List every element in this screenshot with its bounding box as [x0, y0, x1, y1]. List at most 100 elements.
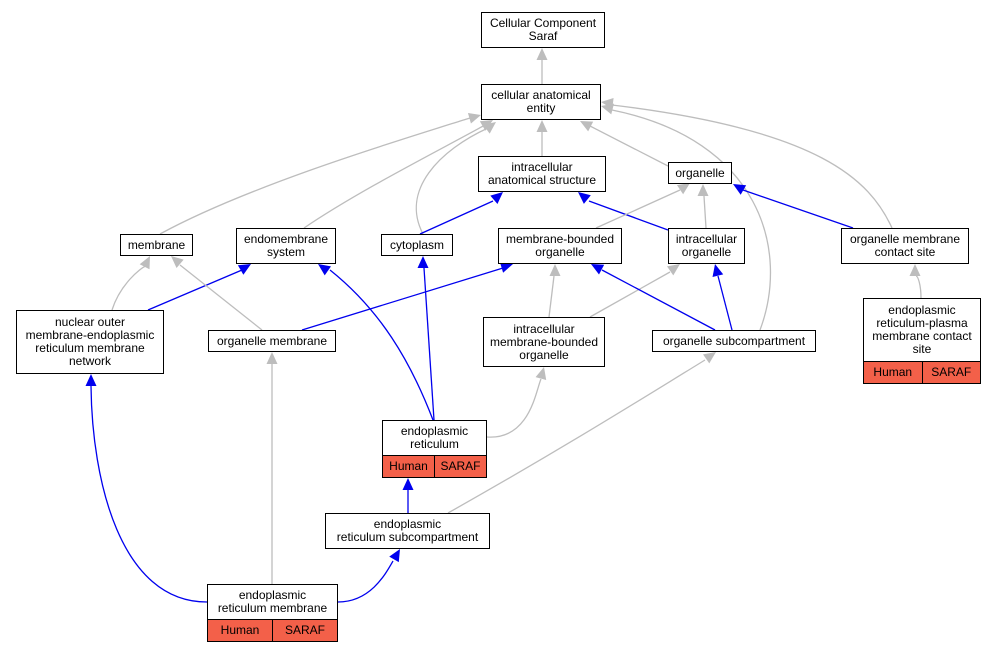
arrowhead — [467, 112, 481, 124]
arrowhead — [139, 256, 150, 270]
arrowhead — [703, 352, 716, 364]
node-label: membrane — [127, 237, 186, 252]
arrowhead — [490, 192, 503, 204]
node-label: cellular anatomical entity — [491, 88, 591, 115]
edge-part-of-erm-to-nomer — [85, 374, 208, 603]
edge-line — [611, 104, 893, 229]
node-label: intracellular anatomical structure — [487, 160, 597, 187]
node-endoplasmic-reticulum-membrane[interactable]: endoplasmic reticulum membrane Human SAR… — [207, 584, 338, 642]
node-organelle-membrane-contact-site[interactable]: organelle membrane contact site — [841, 228, 969, 264]
edge-line — [337, 560, 394, 603]
annotation-row: Human SARAF — [864, 361, 980, 383]
node-intracellular-organelle[interactable]: intracellular organelle — [668, 228, 745, 264]
edge-is-a-erpm-to-omcs — [909, 264, 922, 299]
edge-is-a-erm-to-orgmem — [266, 352, 278, 584]
arrowhead — [237, 264, 251, 275]
node-intracellular-membrane-bounded-organelle[interactable]: intracellular membrane-bounded organelle — [483, 317, 605, 367]
annotation-tag-human[interactable]: Human — [864, 362, 922, 383]
node-label: cytoplasm — [389, 237, 445, 252]
edge-line — [717, 275, 733, 331]
edge-line — [915, 275, 922, 299]
edge-part-of-nomer-to-endomembrane — [147, 264, 251, 311]
edge-is-a-imbo-to-mbo — [548, 264, 561, 318]
arrowhead — [483, 122, 496, 134]
arrowhead — [712, 264, 724, 277]
node-label: membrane-bounded organelle — [505, 232, 615, 259]
annotation-tag-saraf[interactable]: SARAF — [272, 620, 337, 641]
edge-line — [159, 117, 471, 235]
edge-is-a-cytoplasm-to-cae — [415, 122, 496, 235]
edge-line — [301, 267, 504, 331]
node-cellular-component-saraf[interactable]: Cellular Component Saraf — [481, 12, 605, 48]
arrowhead — [266, 352, 278, 364]
arrowhead — [171, 256, 184, 268]
node-organelle-membrane[interactable]: organelle membrane — [208, 330, 336, 352]
node-label: Cellular Component Saraf — [489, 16, 597, 43]
edge-is-a-ias-to-cae — [536, 120, 548, 156]
node-cellular-anatomical-entity[interactable]: cellular anatomical entity — [481, 84, 601, 120]
edge-is-a-organelle-to-cae — [580, 121, 669, 167]
edge-part-of-intraorg-to-ias — [578, 192, 669, 231]
arrowhead — [601, 97, 614, 109]
edge-is-a-imbo-to-intraorg — [589, 264, 680, 318]
node-membrane[interactable]: membrane — [120, 234, 193, 256]
arrowhead — [676, 183, 690, 195]
edge-line — [303, 124, 486, 229]
edge-line — [589, 125, 669, 167]
node-label: intracellular organelle — [675, 232, 738, 259]
edge-part-of-er-to-cytoplasm — [417, 256, 435, 421]
node-endoplasmic-reticulum[interactable]: endoplasmic reticulum Human SARAF — [382, 420, 487, 478]
annotation-tag-saraf[interactable]: SARAF — [921, 362, 980, 383]
edge-line — [419, 200, 494, 235]
node-er-subcompartment[interactable]: endoplasmic reticulum subcompartment — [325, 513, 490, 549]
edge-is-a-endomembrane-to-cae — [303, 120, 493, 229]
edge-line — [179, 264, 263, 331]
edge-part-of-erm-to-ersub — [337, 549, 400, 603]
edge-line — [601, 269, 716, 331]
edge-part-of-er-to-endomembrane — [318, 264, 434, 421]
edge-line — [447, 359, 706, 514]
edge-is-a-ersub-to-orgsub — [447, 352, 716, 514]
node-label: endoplasmic reticulum — [400, 424, 469, 451]
node-organelle[interactable]: organelle — [668, 162, 732, 184]
edge-line — [90, 385, 208, 603]
node-label: endomembrane system — [243, 232, 329, 259]
edge-line — [588, 200, 669, 231]
node-label: endoplasmic reticulum membrane — [217, 588, 328, 615]
edge-is-a-intraorg-to-organelle — [697, 184, 709, 229]
node-organelle-subcompartment[interactable]: organelle subcompartment — [652, 330, 816, 352]
edge-line — [111, 265, 147, 311]
node-er-plasma-membrane-contact-site[interactable]: endoplasmic reticulum-plasma membrane co… — [863, 298, 981, 384]
arrowhead — [591, 264, 605, 275]
node-membrane-bounded-organelle[interactable]: membrane-bounded organelle — [498, 228, 622, 264]
annotation-tag-human[interactable]: Human — [383, 456, 434, 477]
annotation-tag-saraf[interactable]: SARAF — [434, 456, 486, 477]
edge-part-of-orgmem-to-mbo — [301, 262, 513, 331]
node-label: organelle subcompartment — [662, 333, 806, 348]
edge-line — [595, 189, 681, 229]
annotation-row: Human SARAF — [208, 619, 337, 641]
annotation-tag-human[interactable]: Human — [208, 620, 272, 641]
node-label: organelle — [675, 165, 725, 180]
edge-line — [611, 109, 772, 331]
edge-part-of-cytoplasm-to-ias — [419, 192, 503, 235]
node-endomembrane-system[interactable]: endomembrane system — [236, 228, 336, 264]
arrowhead — [318, 264, 331, 276]
arrowhead — [417, 256, 429, 268]
arrowhead — [402, 478, 414, 490]
arrowhead — [549, 264, 561, 276]
arrowhead — [536, 120, 548, 132]
node-label: intracellular membrane-bounded organelle — [489, 321, 599, 362]
node-cytoplasm[interactable]: cytoplasm — [381, 234, 453, 256]
edge-line — [415, 127, 489, 235]
edge-line — [703, 195, 707, 229]
node-intracellular-anatomical-structure[interactable]: intracellular anatomical structure — [478, 156, 606, 192]
node-label: endoplasmic reticulum subcompartment — [336, 517, 479, 544]
edge-line — [548, 275, 555, 318]
arrowhead — [733, 184, 747, 195]
edge-line — [329, 269, 434, 421]
edge-is-a-mbo-to-organelle — [595, 183, 690, 229]
node-nuclear-outer-membrane-er-network[interactable]: nuclear outer membrane-endoplasmic retic… — [16, 310, 164, 374]
arrowhead — [389, 549, 400, 563]
arrowhead — [536, 48, 548, 60]
